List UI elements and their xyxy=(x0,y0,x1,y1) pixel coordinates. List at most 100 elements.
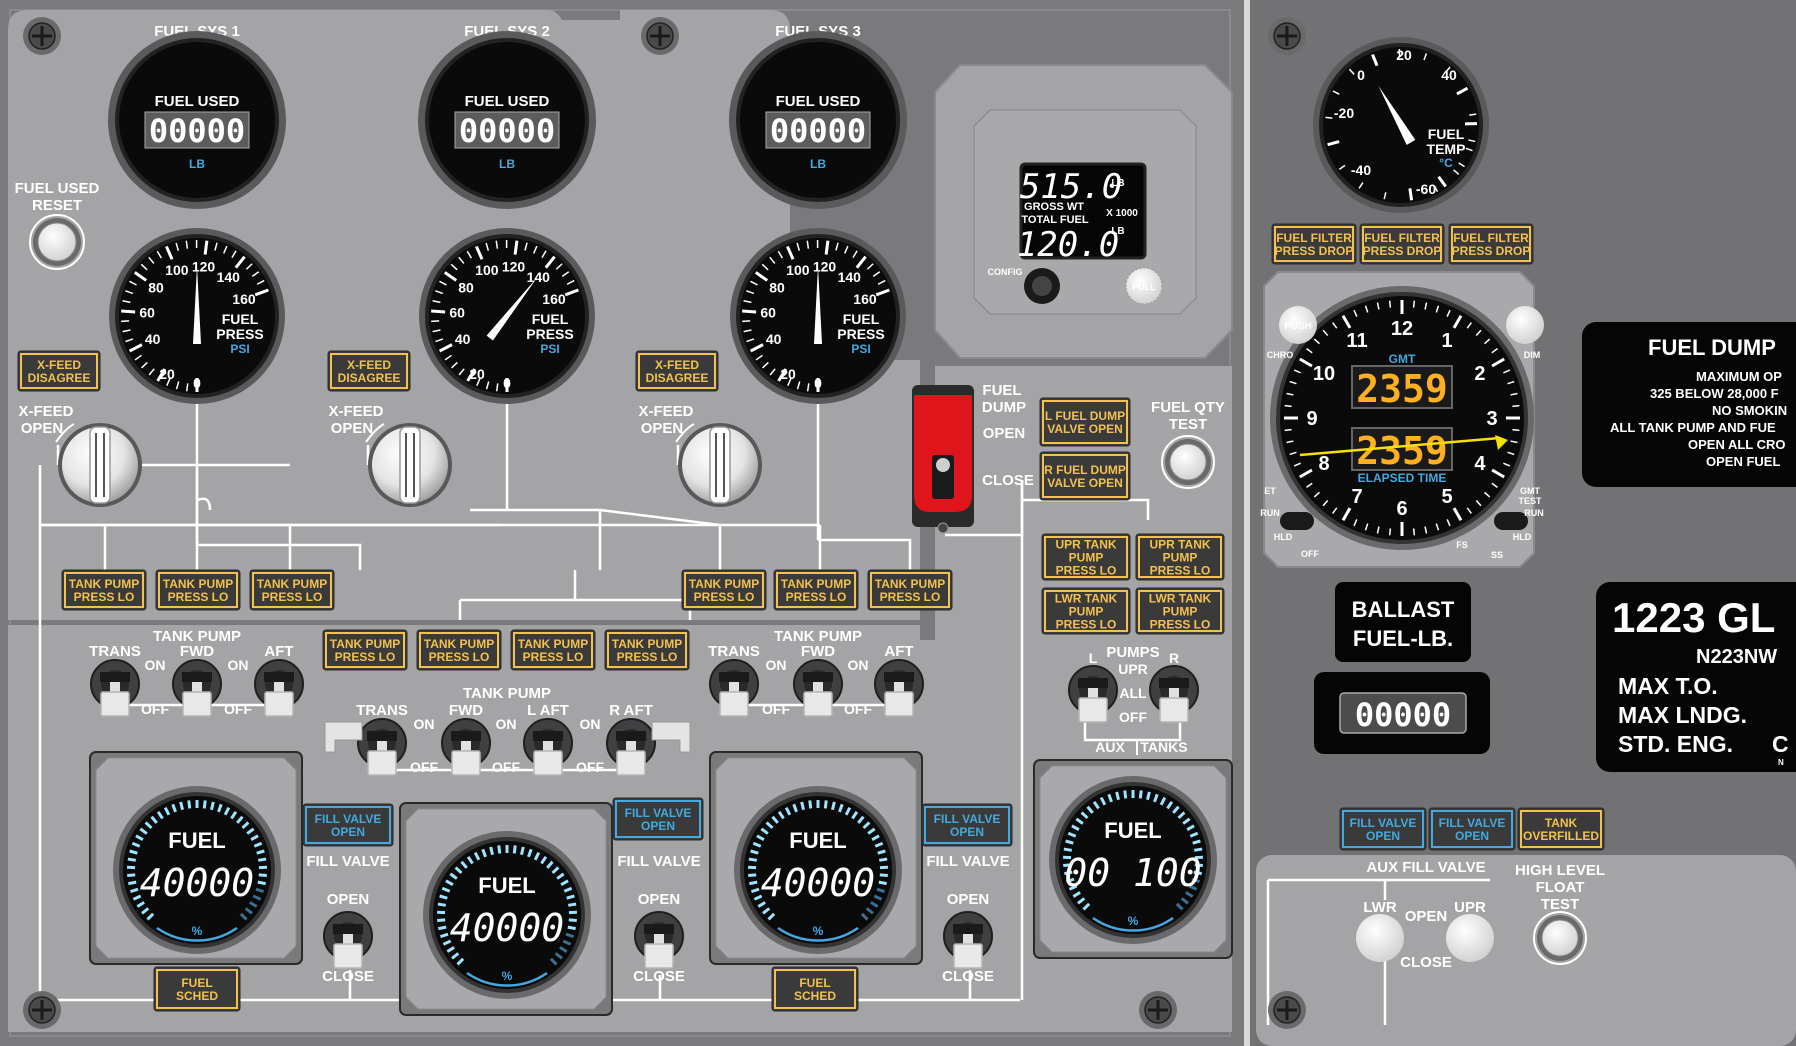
gmt-selector[interactable] xyxy=(1494,512,1528,530)
tank-pump-switch[interactable] xyxy=(172,659,222,717)
press-tick-label: 140 xyxy=(527,269,551,285)
tank-pump-switch[interactable] xyxy=(357,718,407,776)
annunciator-text: PRESS LO xyxy=(1056,564,1117,578)
switch-label: AFT xyxy=(884,643,913,660)
press-tick xyxy=(743,300,752,304)
annunciator-text: DISAGREE xyxy=(28,371,91,385)
press-tick xyxy=(561,271,570,278)
tank-pump-switch[interactable] xyxy=(254,659,304,717)
xfeed-valve-knob[interactable] xyxy=(58,423,142,507)
ss-label: SS xyxy=(1491,550,1503,560)
xfeed-valve-knob[interactable] xyxy=(368,423,452,507)
annunciator-text: PRESS DROP xyxy=(1452,244,1531,258)
press-tick xyxy=(185,383,189,392)
press-tick xyxy=(133,271,148,282)
temp-tick xyxy=(1358,182,1364,189)
pump-all-label: ALL xyxy=(1119,685,1147,701)
temp-tick xyxy=(1465,147,1473,152)
temp-tick xyxy=(1469,113,1477,116)
tank-pump-switch[interactable] xyxy=(874,659,924,717)
press-unit: PSI xyxy=(851,342,870,356)
fuel-quantity-label: FUEL xyxy=(168,828,225,853)
ballast-label: FUEL-LB. xyxy=(1353,626,1453,651)
high-level-test-label: HIGH LEVEL xyxy=(1515,862,1605,879)
dim-knob[interactable] xyxy=(1506,306,1544,344)
annunciator-text: FILL VALVE xyxy=(315,812,382,826)
aux-fill-title: AUX FILL VALVE xyxy=(1366,859,1485,876)
fuel-dump-title: DUMP xyxy=(982,399,1026,416)
switch-label: TRANS xyxy=(89,643,141,660)
aux-pump-r-switch[interactable] xyxy=(1149,665,1199,723)
annunciator-text: TANK xyxy=(1545,816,1578,830)
temp-tick xyxy=(1325,116,1333,119)
config-label: CONFIG xyxy=(988,267,1023,277)
clock-numeral: 12 xyxy=(1391,318,1413,340)
fill-valve-switch[interactable] xyxy=(634,911,684,969)
config-knob[interactable] xyxy=(1024,268,1060,304)
fill-valve-switch[interactable] xyxy=(943,911,993,969)
clock-numeral: 6 xyxy=(1396,498,1407,520)
panel-screw xyxy=(1268,991,1306,1029)
annunciator-text: TANK PUMP xyxy=(781,577,851,591)
annunciator-text: L FUEL DUMP xyxy=(1045,409,1125,423)
switch-off-label: OFF xyxy=(410,759,438,775)
pull-knob[interactable]: PULL xyxy=(1125,267,1163,305)
et-selector[interactable] xyxy=(1280,512,1314,530)
press-tick xyxy=(769,256,776,264)
fuel-quantity-value: 40000 xyxy=(140,861,254,905)
xfeed-valve-knob[interactable] xyxy=(678,423,762,507)
press-tick xyxy=(432,329,441,333)
fuel-dump-open-label: OPEN xyxy=(983,425,1026,442)
annunciator-text: R FUEL DUMP xyxy=(1044,463,1126,477)
fill-valve-switch[interactable] xyxy=(323,911,373,969)
temp-needle xyxy=(1378,86,1416,145)
press-label: PRESS xyxy=(837,326,884,342)
fuel-dump-guard[interactable] xyxy=(912,385,974,534)
press-tick-label: 160 xyxy=(232,291,256,307)
high-level-float-test-button[interactable] xyxy=(1533,911,1587,965)
switch-off-label: OFF xyxy=(762,701,790,717)
tank-pump-switch[interactable] xyxy=(523,718,573,776)
press-tick xyxy=(777,250,784,259)
switch-label: AFT xyxy=(264,643,293,660)
aux-fill-lwr-button[interactable] xyxy=(1356,914,1404,962)
press-tick xyxy=(872,271,881,278)
aux-pump-l-switch[interactable] xyxy=(1068,665,1118,723)
tank-pump-switch[interactable] xyxy=(793,659,843,717)
temp-tick xyxy=(1423,53,1428,61)
xfeed-label: OPEN xyxy=(331,420,374,437)
press-tick xyxy=(555,263,563,270)
fuel-used-label: FUEL USED xyxy=(776,93,861,110)
annunciator-text: PUMP xyxy=(1163,605,1198,619)
chrono-push-button[interactable] xyxy=(1279,306,1317,344)
fs-label: FS xyxy=(1456,540,1468,550)
tank-pump-switch[interactable] xyxy=(709,659,759,717)
press-tick-label: 160 xyxy=(853,291,877,307)
panel-screw xyxy=(641,17,679,55)
fill-valve-open-label: OPEN xyxy=(638,891,681,908)
tank-pump-switch[interactable] xyxy=(441,718,491,776)
tank-pump-switch[interactable] xyxy=(90,659,140,717)
fuel-qty-test-button[interactable] xyxy=(1161,435,1215,489)
press-tick xyxy=(444,354,452,361)
aux-fill-upr-button[interactable] xyxy=(1446,914,1494,962)
press-tick-label: 140 xyxy=(838,269,862,285)
press-tick xyxy=(769,368,776,376)
chro-label: CHRO xyxy=(1267,350,1294,360)
fuel-used-value: 00000 xyxy=(770,112,866,150)
placard-line: MAX LNDG. xyxy=(1618,702,1747,728)
temp-tick-label: -60 xyxy=(1416,181,1436,197)
press-tick-label: 60 xyxy=(139,305,155,321)
aux-fill-open-label: OPEN xyxy=(1405,908,1448,925)
totalizer-unit: LB xyxy=(1111,178,1124,189)
mid-plate xyxy=(8,340,920,620)
fuel-used-reset-button[interactable] xyxy=(29,214,85,270)
tank-pump-switch[interactable] xyxy=(606,718,656,776)
